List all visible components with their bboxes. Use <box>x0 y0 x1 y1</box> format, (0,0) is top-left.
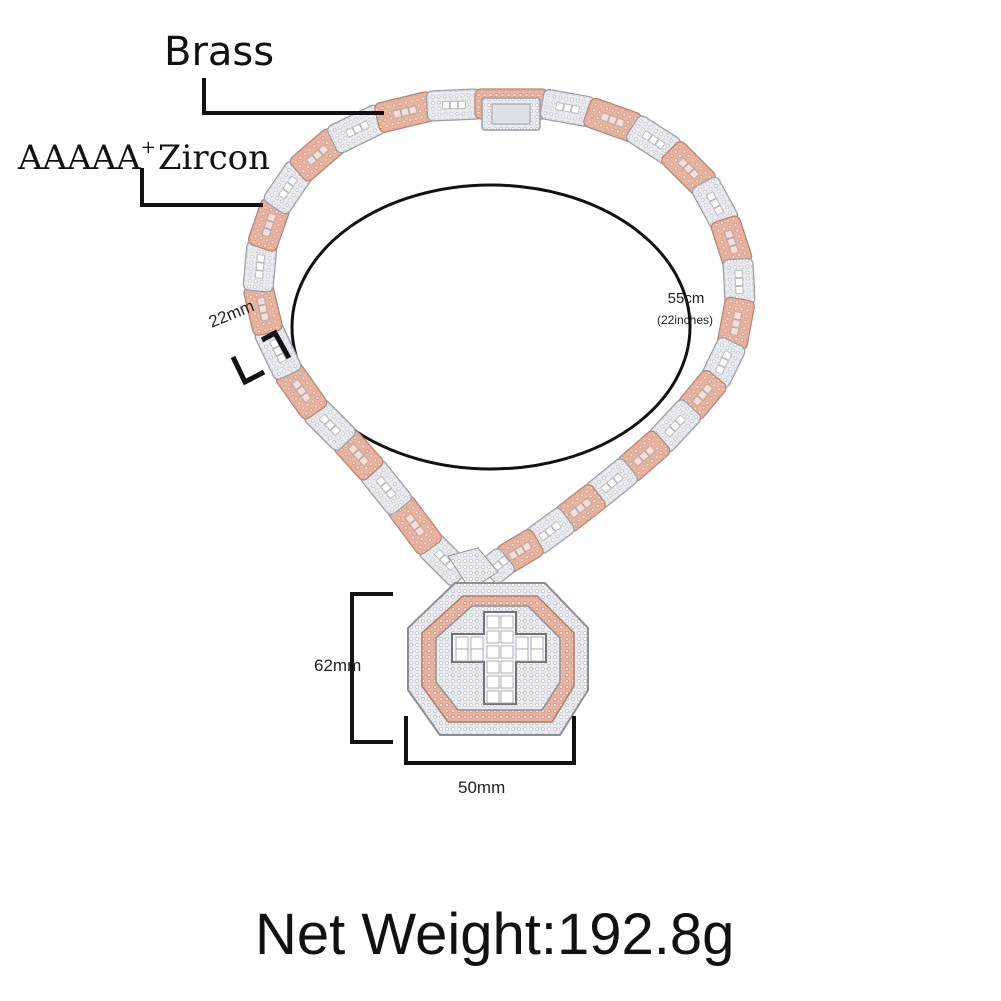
chain-link <box>388 495 442 555</box>
cross-stone <box>530 648 544 662</box>
chain <box>242 88 756 586</box>
chain-link <box>374 91 436 133</box>
chain-link <box>661 141 716 196</box>
pendant-height-bracket <box>350 592 393 744</box>
stone-grade-plus: + <box>140 137 156 158</box>
chain-link <box>626 115 681 165</box>
cross-stone <box>486 645 500 659</box>
cross-stone <box>500 615 514 629</box>
cross-stone <box>515 648 529 662</box>
cross-stone <box>500 660 514 674</box>
cross-stone <box>530 636 544 650</box>
chain-link <box>426 88 482 122</box>
cross-stone <box>486 660 500 674</box>
chain-link <box>710 215 753 269</box>
link-width-bracket <box>230 329 292 386</box>
chain-length-label: 55cm <box>667 290 705 307</box>
chain-length-inches-label: (22inches) <box>656 313 714 327</box>
cross-stone <box>486 690 500 704</box>
cross-stone <box>455 648 469 662</box>
cross-stone <box>500 630 514 644</box>
net-weight-label: Net Weight:192.8g <box>255 902 735 967</box>
cross-stone <box>486 630 500 644</box>
chain-length-circle <box>290 183 692 471</box>
chain-link <box>539 89 596 127</box>
clasp <box>481 97 541 131</box>
chain-link <box>243 282 283 336</box>
brass-label: Brass <box>164 29 275 75</box>
chain-link <box>717 296 755 351</box>
cross-stone <box>470 636 484 650</box>
stone-grade: AAAAA <box>18 138 141 178</box>
chain-link <box>289 128 346 182</box>
chain-link <box>360 460 412 515</box>
cross-stone <box>486 615 500 629</box>
cross-stone <box>500 645 514 659</box>
zircon-label: AAAAA+Zircon <box>18 126 270 180</box>
stone-type: Zircon <box>157 138 271 178</box>
cross-pendant <box>407 547 589 736</box>
cross-stone <box>486 675 500 689</box>
chain-link <box>247 198 291 252</box>
cross-stone <box>500 675 514 689</box>
pendant-width-label: 50mm <box>458 778 506 797</box>
cross-stone <box>515 636 529 650</box>
pendant-height-label: 62mm <box>314 656 362 675</box>
chain-link <box>648 399 702 453</box>
cross-stone <box>470 648 484 662</box>
chain-link <box>691 176 739 231</box>
brass-leader-line <box>202 78 384 115</box>
chain-link <box>722 257 756 307</box>
zircon-leader-line <box>140 168 263 207</box>
cross-stone <box>455 636 469 650</box>
cross-stone <box>500 690 514 704</box>
pendant-width-bracket <box>404 716 576 765</box>
